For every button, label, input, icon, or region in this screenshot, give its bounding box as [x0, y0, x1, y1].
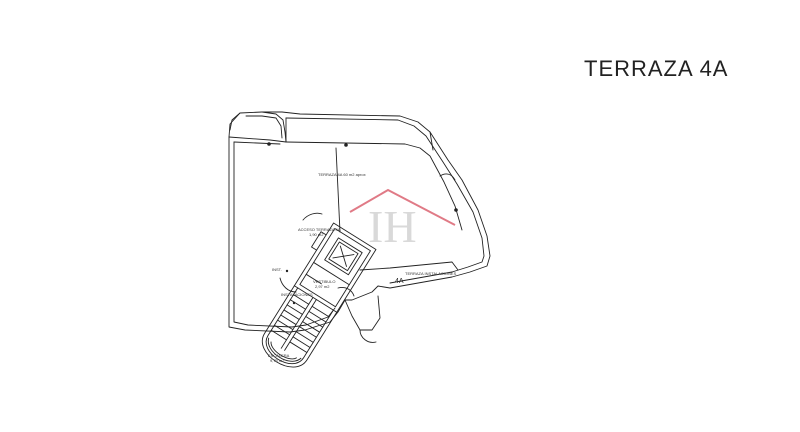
- label-vestibulo: VESTIBULO: [313, 279, 335, 284]
- label-terraza-instalaciones: TERRAZA INSTALACIONES: [405, 271, 457, 276]
- label-instalaciones: INSTALACIONES: [281, 292, 313, 297]
- terrace-outline: [228, 111, 491, 333]
- label-vestibulo-area: 2,97 m2: [315, 284, 330, 289]
- plan-title: TERRAZA 4A: [584, 56, 729, 81]
- fixtures: [267, 142, 458, 305]
- label-terraza-main: TERRAZA 4A 60 m2 aprox: [318, 172, 366, 177]
- door-swings: [279, 173, 456, 297]
- label-acceso-terraza-area: 1,90 m2: [309, 232, 324, 237]
- watermark-roof-icon: [349, 188, 456, 226]
- terrace-walls: [335, 147, 459, 343]
- watermark-logo: IH: [349, 188, 456, 252]
- label-escalera-area: 9,75 m2: [270, 358, 285, 363]
- watermark-letters: IH: [368, 201, 417, 252]
- label-inst-left: INST.: [272, 267, 282, 272]
- label-unit-4a: 4A: [395, 278, 404, 285]
- label-acceso-terraza: ACCESO TERRAZA 4A: [298, 227, 341, 232]
- core-block: [261, 222, 377, 368]
- label-escalera: ESCALERA: [268, 353, 290, 358]
